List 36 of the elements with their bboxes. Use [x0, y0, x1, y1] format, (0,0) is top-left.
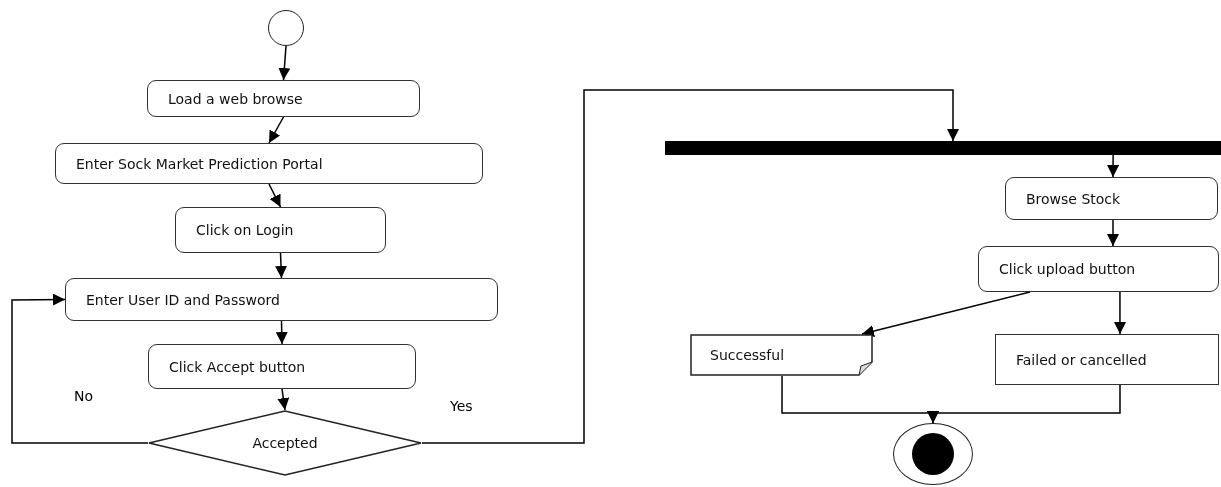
activity-label: Browse Stock [1025, 190, 1121, 207]
activity-box [148, 344, 416, 389]
activity-box [55, 143, 483, 184]
result-box [995, 334, 1219, 385]
arrow [861, 291, 1031, 337]
arrow [1114, 291, 1126, 335]
activity-box [1005, 177, 1218, 220]
arrow [1106, 219, 1119, 247]
arrow [268, 116, 285, 144]
activity-label: Load a web browse [167, 90, 303, 107]
arrow [1107, 154, 1120, 178]
activity-label: Enter Sock Market Prediction Portal [75, 155, 323, 172]
activity-label: Successful [709, 347, 785, 363]
activity-box [147, 80, 420, 117]
arrow [275, 320, 288, 345]
arrow [11, 293, 149, 444]
arrow [421, 89, 959, 444]
activity-box [978, 246, 1219, 292]
activity-box [65, 278, 498, 321]
decision-diamond [148, 410, 422, 476]
activity-label: Click upload button [998, 261, 1136, 277]
arrow [277, 388, 290, 411]
activity-label: Enter User ID and Password [85, 291, 280, 308]
edge-label: No [72, 388, 96, 404]
note-box [690, 334, 873, 376]
activity-label: Click Accept button [168, 358, 306, 375]
arrow [927, 384, 1121, 424]
arrow [278, 45, 291, 81]
arrow [275, 252, 287, 279]
fork-bar [665, 141, 1221, 155]
arrow [268, 183, 282, 208]
activity-label: Click on Login [195, 222, 294, 238]
activity-box [175, 207, 386, 253]
decision-label: Accepted [252, 435, 318, 451]
activity-label: Failed or cancelled [1015, 351, 1147, 368]
edge-label: Yes [448, 398, 475, 414]
